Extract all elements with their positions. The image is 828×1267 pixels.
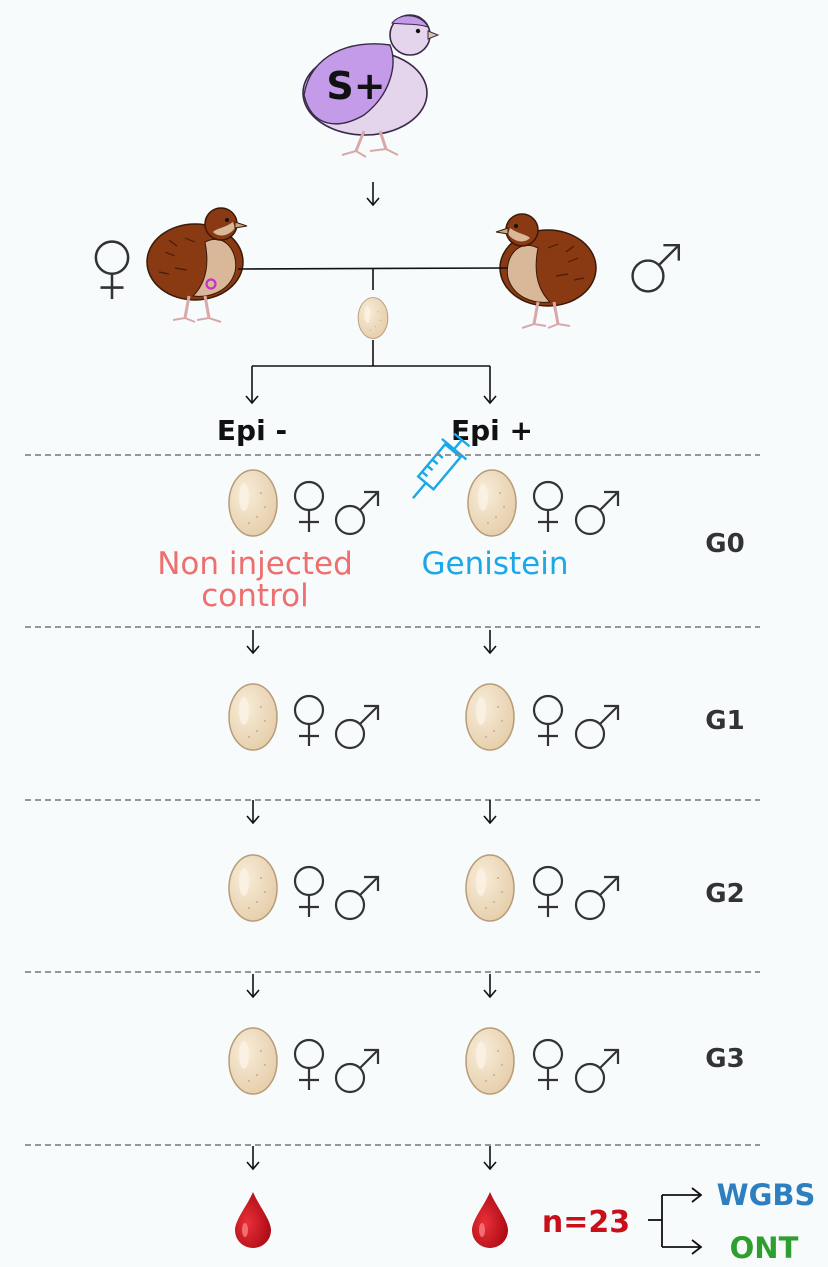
g2-genistein-female-icon: [532, 865, 564, 919]
method-label-wgbs: WGBS: [717, 1178, 816, 1212]
control-treatment-line-2: control: [201, 578, 308, 614]
branch-label-epi-minus: Epi -: [217, 414, 287, 447]
g0-control-female-icon: [293, 480, 325, 534]
founder-label: S+: [326, 64, 385, 108]
g0-genistein-female-icon: [532, 480, 564, 534]
g0-control-egg-icon: [228, 469, 278, 537]
g1-genistein-female-icon: [532, 694, 564, 748]
generation-label-g2: G2: [705, 879, 744, 909]
arrow-g3-sample-genistein: [483, 1145, 497, 1170]
g1-genistein-male-icon: [574, 704, 620, 750]
g1-genistein-egg-icon: [465, 683, 515, 751]
syringe-icon: [412, 432, 471, 499]
generation-dividers: [25, 454, 760, 1146]
generation-label-g1: G1: [705, 706, 744, 736]
g3-control-female-icon: [293, 1038, 325, 1092]
g0-genistein-egg-icon: [467, 469, 517, 537]
g0-genistein-male-icon: [574, 490, 620, 536]
arrow-g3-sample-control: [246, 1145, 260, 1170]
arrow-g1-g2-control: [246, 799, 260, 824]
g2-control-egg-icon: [228, 854, 278, 922]
founder-quail-icon: S+: [302, 14, 440, 158]
control-blood-drop-icon: [235, 1192, 271, 1248]
arrow-g2-g3-genistein: [483, 973, 497, 998]
g3-genistein-female-icon: [532, 1038, 564, 1092]
g3-control-egg-icon: [228, 1027, 278, 1095]
arrow-g0-g1-genistein: [483, 629, 497, 654]
arrow-to-epi-minus: [245, 395, 259, 405]
arrow-g2-g3-control: [246, 973, 260, 998]
arrow-to-epi-plus: [483, 395, 497, 405]
g1-control-egg-icon: [228, 683, 278, 751]
male-parent-symbol: [631, 243, 681, 293]
g2-control-male-icon: [334, 875, 380, 921]
female-parent-quail-icon: [145, 206, 249, 324]
g3-genistein-egg-icon: [465, 1027, 515, 1095]
g1-control-female-icon: [293, 694, 325, 748]
arrow-g0-g1-control: [246, 629, 260, 654]
fertilized-egg-icon: [357, 297, 389, 339]
g2-genistein-egg-icon: [465, 854, 515, 922]
female-parent-symbol: [94, 240, 130, 301]
male-parent-quail-icon: [494, 212, 598, 330]
genistein-blood-drop-icon: [472, 1192, 508, 1248]
arrow-founder-to-parents: [366, 181, 380, 206]
sample-count-label: n=23: [542, 1205, 630, 1240]
g2-control-female-icon: [293, 865, 325, 919]
method-split-connector: [648, 1187, 703, 1255]
generation-label-g0: G0: [705, 529, 744, 559]
genistein-treatment-label: Genistein: [422, 546, 569, 582]
g3-genistein-male-icon: [574, 1048, 620, 1094]
method-label-ont: ONT: [730, 1231, 799, 1263]
control-treatment-line-1: Non injected: [157, 546, 353, 582]
generation-label-g3: G3: [705, 1044, 744, 1074]
g2-genistein-male-icon: [574, 875, 620, 921]
arrow-g1-g2-genistein: [483, 799, 497, 824]
g0-control-male-icon: [334, 490, 380, 536]
g1-control-male-icon: [334, 704, 380, 750]
g3-control-male-icon: [334, 1048, 380, 1094]
